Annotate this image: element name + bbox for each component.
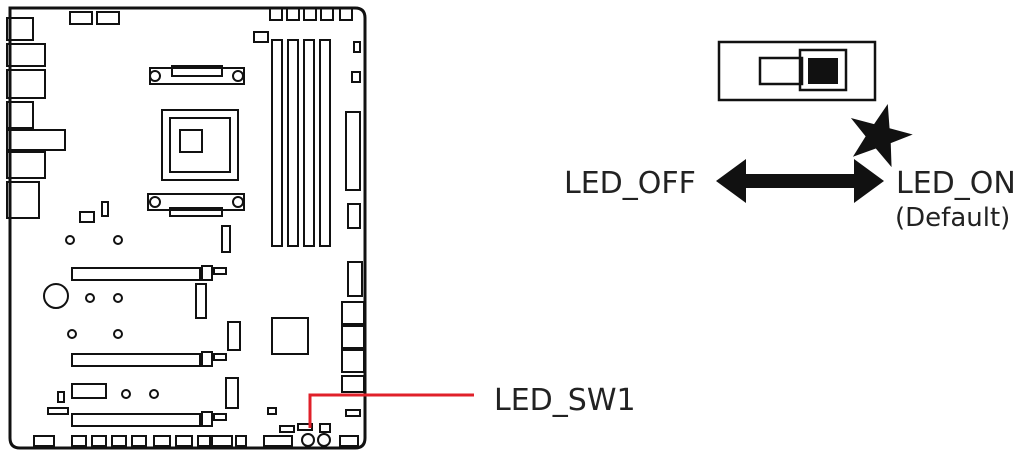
mounting-holes — [43, 235, 159, 399]
right-connectors — [341, 111, 365, 417]
led-off-label: LED_OFF — [564, 166, 696, 201]
switch-name-label: LED_SW1 — [494, 383, 636, 418]
star-icon — [850, 104, 913, 168]
pcie-slots — [47, 265, 227, 427]
motherboard — [6, 6, 367, 450]
rear-io-panel — [6, 17, 66, 219]
switch-knob — [808, 58, 838, 84]
double-arrow-icon — [716, 159, 884, 203]
bottom-headers — [33, 407, 359, 447]
top-headers — [69, 7, 361, 83]
dimm-slots — [271, 39, 331, 247]
cpu-area — [147, 65, 245, 217]
led-on-label: LED_ON — [896, 166, 1016, 201]
switch-detail — [717, 40, 877, 102]
switch-slot — [758, 56, 804, 86]
switch-housing — [717, 40, 877, 102]
default-note: (Default) — [895, 203, 1010, 233]
callout-line — [308, 393, 474, 428]
board-outline — [8, 6, 367, 450]
switch-knob-outline — [798, 48, 848, 92]
chipset-area — [79, 201, 309, 409]
